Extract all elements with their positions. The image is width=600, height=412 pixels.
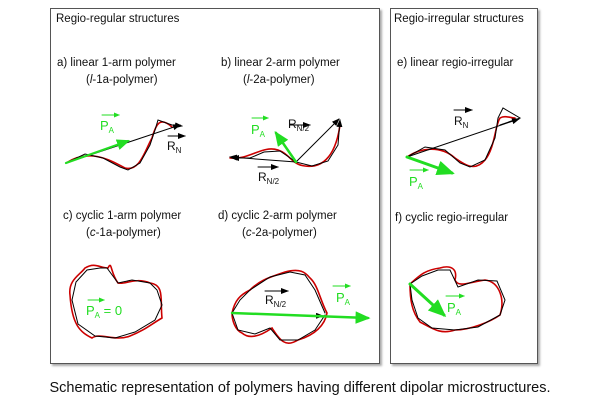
dipole-label-c: PA = 0 <box>86 303 123 320</box>
dipole-label-f: PA <box>447 300 462 317</box>
sublabel-b: (l-2a-polymer) <box>243 74 315 86</box>
half-vector-label-b-bottom: RN/2 <box>258 170 280 186</box>
dipole-label-a: PA <box>100 118 115 135</box>
sublabel-a: (l-1a-polymer) <box>86 74 158 86</box>
linear-regio-irregular-polymer <box>405 107 522 176</box>
end-to-end-label-e: RN <box>454 114 469 130</box>
regio-irregular-panel <box>390 8 538 364</box>
label-c: c) cyclic 1-arm polymer <box>63 210 182 222</box>
label-f: f) cyclic regio-irregular <box>395 212 509 224</box>
dipole-label-b: PA <box>251 122 266 139</box>
dipole-label-e: PA <box>409 174 424 191</box>
sublabel-d: (c-2a-polymer) <box>242 227 317 239</box>
half-vector-label-b-top: RN/2 <box>288 117 310 133</box>
cyclic-2-arm-polymer <box>230 269 371 344</box>
label-a: a) linear 1-arm polymer <box>57 57 176 69</box>
regio-regular-panel <box>50 8 380 364</box>
end-to-end-label-a: RN <box>167 139 182 155</box>
sublabel-c: (c-1a-polymer) <box>86 227 161 239</box>
figure-caption: Schematic representation of polymers hav… <box>49 380 551 396</box>
regio-irregular-title: Regio-irregular structures <box>394 13 524 25</box>
regio-regular-title: Regio-regular structures <box>56 13 180 25</box>
label-e: e) linear regio-irregular <box>397 57 514 69</box>
linear-1-arm-polymer <box>64 112 186 171</box>
cyclic-1-arm-polymer <box>69 264 163 339</box>
label-d: d) cyclic 2-arm polymer <box>218 210 337 222</box>
linear-2-arm-polymer <box>229 115 343 170</box>
label-b: b) linear 2-arm polymer <box>221 57 340 69</box>
dipole-label-d: PA <box>336 290 351 307</box>
half-vector-label-d: RN/2 <box>265 293 287 309</box>
cyclic-regio-irregular-polymer <box>408 266 506 333</box>
